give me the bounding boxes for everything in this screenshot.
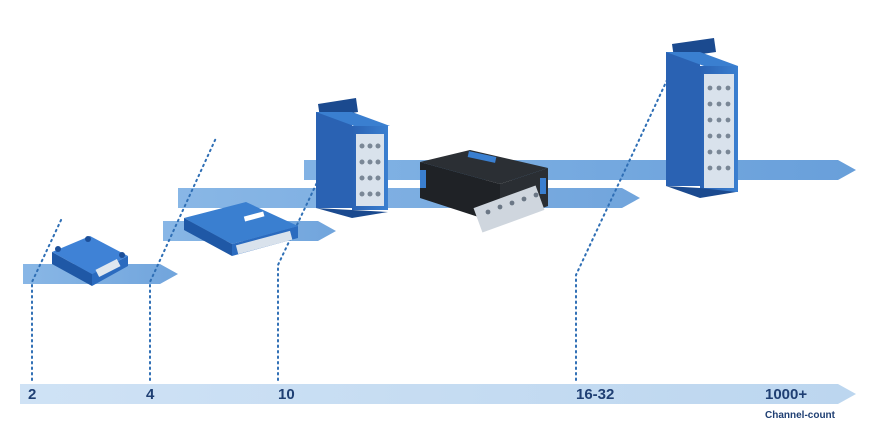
rugged-case-device <box>420 150 548 233</box>
dotted-connectors <box>31 77 669 381</box>
connector-16-32 <box>575 77 669 381</box>
tick-label-2: 2 <box>28 386 37 403</box>
axis-caption: Channel-count <box>765 410 835 421</box>
channel-axis-band <box>20 384 856 404</box>
1000-plus-channel-device <box>666 38 738 198</box>
tick-label-4: 4 <box>146 386 155 403</box>
tick-label-16-32: 16-32 <box>576 386 615 403</box>
tick-label-10: 10 <box>278 386 295 403</box>
compact-2-channel-device <box>52 236 128 286</box>
connector-2 <box>31 217 63 381</box>
connector-10 <box>277 154 331 381</box>
10-channel-device <box>316 98 390 218</box>
tick-label-1000-plus: 1000+ <box>765 386 808 403</box>
4-channel-device <box>184 202 298 256</box>
connector-4 <box>149 137 217 381</box>
